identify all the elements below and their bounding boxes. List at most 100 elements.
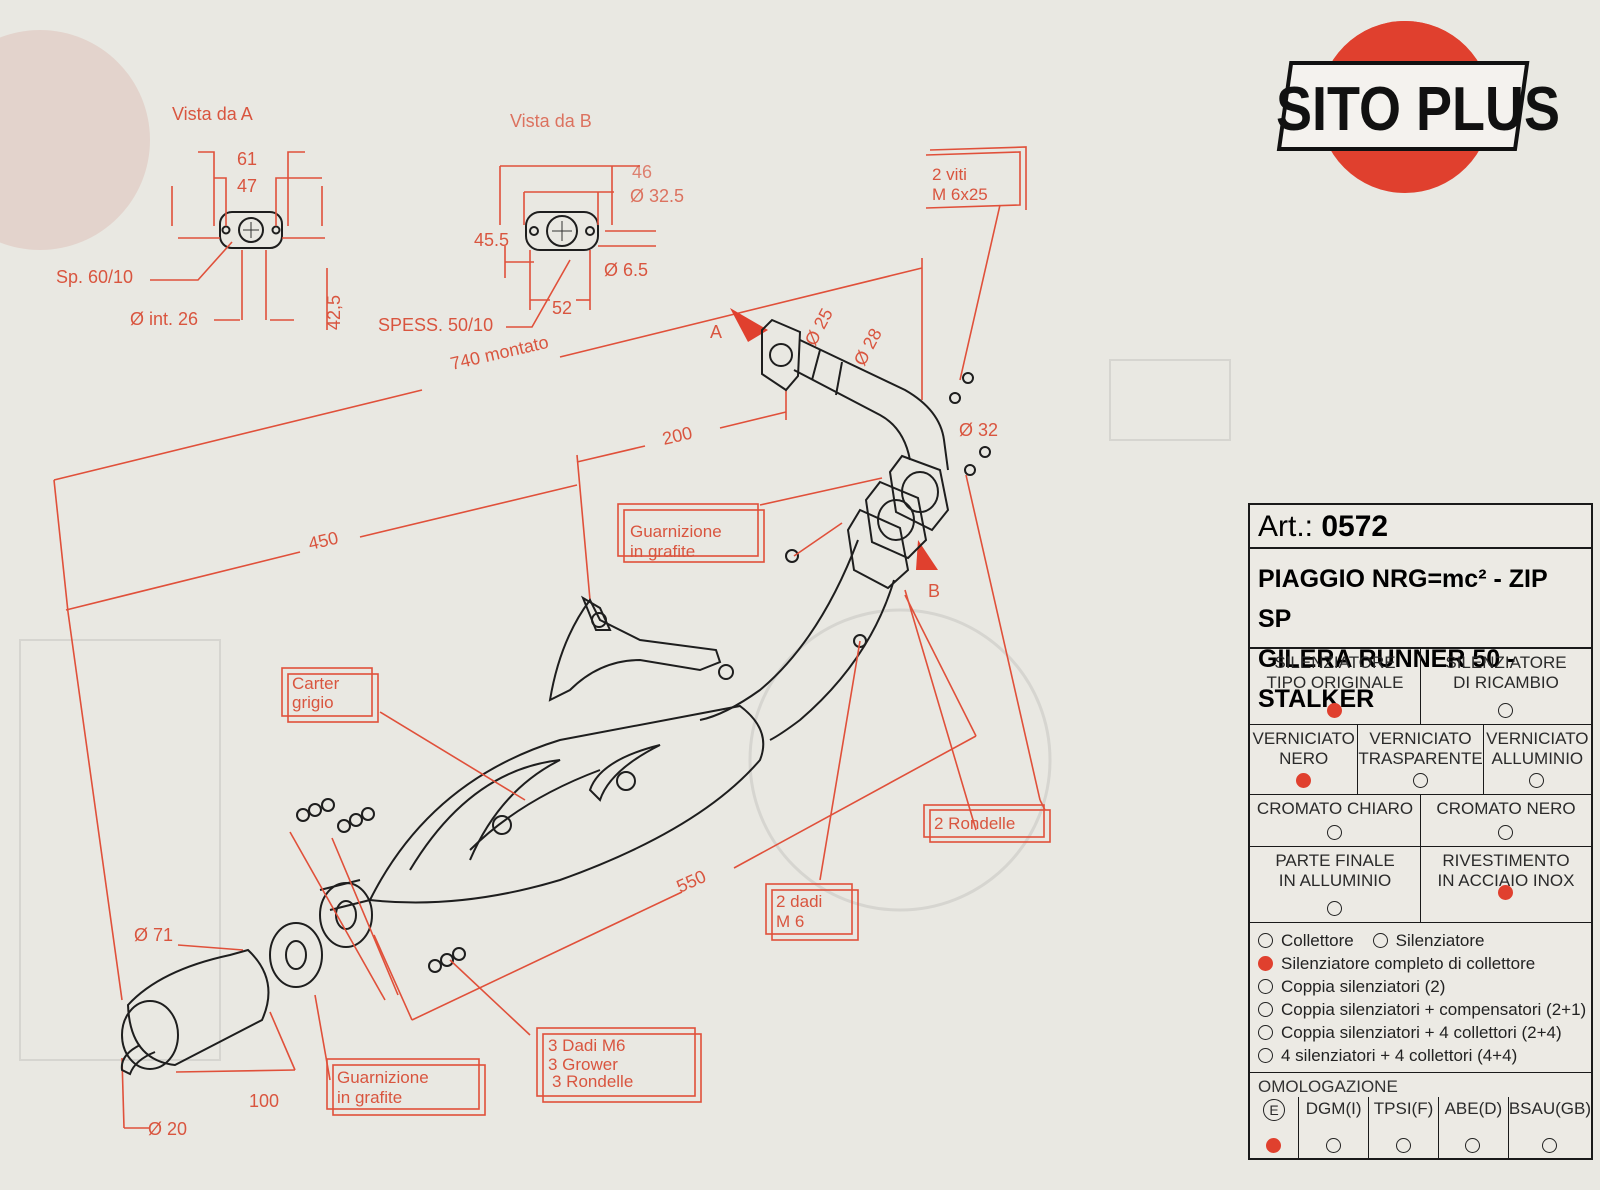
logo-text: SITO PLUS bbox=[1276, 74, 1560, 143]
dimension-lines bbox=[53, 258, 977, 1129]
radio-selected-icon bbox=[1327, 703, 1342, 718]
e-mark-icon: E bbox=[1263, 1099, 1286, 1121]
radio-selected-icon bbox=[1295, 773, 1311, 788]
list-item: Collettore Silenziatore bbox=[1258, 929, 1583, 952]
svg-text:M 6: M 6 bbox=[776, 912, 804, 931]
radio-empty-icon bbox=[1258, 978, 1273, 994]
svg-text:3 Dadi M6: 3 Dadi M6 bbox=[548, 1036, 625, 1055]
background-ghost-drawing bbox=[0, 30, 1231, 1061]
callout-carter: Carter grigio bbox=[281, 667, 379, 723]
radio-empty-icon bbox=[1395, 1138, 1411, 1153]
option-verniciato-alluminio[interactable]: VERNICIATO ALLUMINIO bbox=[1484, 725, 1591, 794]
callout-leaders bbox=[289, 204, 1046, 1081]
finiture-row: PARTE FINALE IN ALLUMINIO RIVESTIMENTO I… bbox=[1250, 847, 1591, 923]
svg-text:Guarnizione: Guarnizione bbox=[337, 1068, 429, 1087]
svg-text:in grafite: in grafite bbox=[337, 1088, 402, 1107]
view-a-dim-61: 61 bbox=[237, 149, 257, 169]
radio-empty-icon bbox=[1327, 825, 1342, 840]
svg-text:Guarnizione: Guarnizione bbox=[630, 522, 722, 541]
callout-dadi: 2 dadi M 6 bbox=[765, 883, 859, 941]
option-tipo-originale[interactable]: SILENZIATORE TIPO ORIGINALE bbox=[1250, 649, 1421, 724]
marker-b-label: B bbox=[928, 581, 940, 601]
dim-200: 200 bbox=[660, 423, 694, 449]
view-a-inner-diameter: Ø int. 26 bbox=[130, 309, 198, 329]
dim-100: 100 bbox=[249, 1091, 279, 1111]
view-b-dim-6-5: Ø 6.5 bbox=[604, 260, 648, 280]
option-di-ricambio[interactable]: SILENZIATORE DI RICAMBIO bbox=[1421, 649, 1591, 724]
option-silenziatore-completo[interactable]: Silenziatore completo di collettore bbox=[1258, 952, 1583, 975]
option-cromato-chiaro[interactable]: CROMATO CHIARO bbox=[1250, 795, 1421, 846]
option-coppia-4-collettori[interactable]: Coppia silenziatori + 4 collettori (2+4) bbox=[1258, 1021, 1583, 1044]
view-b: Vista da B 46 Ø 32.5 45.5 Ø 6.5 52 SPESS… bbox=[378, 111, 684, 335]
omologazione-row: E DGM(I) TPSI(F) ABE(D) BSAU(GB) bbox=[1250, 1097, 1591, 1159]
view-b-title: Vista da B bbox=[510, 111, 592, 131]
view-b-dim-45-5: 45.5 bbox=[474, 230, 509, 250]
dim-550: 550 bbox=[673, 866, 709, 896]
radio-empty-icon bbox=[1258, 1047, 1273, 1063]
view-b-dim-32-5: Ø 32.5 bbox=[630, 186, 684, 206]
option-verniciato-nero[interactable]: VERNICIATO NERO bbox=[1250, 725, 1359, 794]
option-bsau[interactable]: BSAU(GB) bbox=[1509, 1097, 1591, 1159]
radio-empty-icon bbox=[1258, 1024, 1273, 1040]
dim-diam-28: Ø 28 bbox=[850, 325, 886, 369]
dim-diam-20: Ø 20 bbox=[148, 1119, 187, 1139]
option-omologazione-e[interactable]: E bbox=[1250, 1097, 1300, 1159]
radio-empty-icon bbox=[1412, 773, 1428, 788]
svg-text:Carter: Carter bbox=[292, 674, 340, 693]
option-coppia-silenziatori[interactable]: Coppia silenziatori (2) bbox=[1258, 975, 1583, 998]
radio-empty-icon bbox=[1325, 1138, 1341, 1153]
radio-empty-icon bbox=[1258, 1001, 1273, 1017]
omologazione-title: OMOLOGAZIONE bbox=[1258, 1077, 1398, 1096]
svg-text:2 dadi: 2 dadi bbox=[776, 892, 822, 911]
option-collettore[interactable]: Collettore bbox=[1258, 931, 1354, 950]
option-rivestimento-inox[interactable]: RIVESTIMENTO IN ACCIAIO INOX bbox=[1421, 847, 1591, 922]
svg-text:3 Grower: 3 Grower bbox=[548, 1055, 618, 1074]
dim-diam-71: Ø 71 bbox=[134, 925, 173, 945]
option-cromato-nero[interactable]: CROMATO NERO bbox=[1421, 795, 1591, 846]
view-a-title: Vista da A bbox=[172, 104, 253, 124]
option-abe[interactable]: ABE(D) bbox=[1439, 1097, 1509, 1159]
dim-740-montato: 740 montato bbox=[448, 332, 550, 374]
model-list: PIAGGIO NRG=mc² - ZIP SP GILERA RUNNER 5… bbox=[1250, 549, 1591, 713]
radio-empty-icon bbox=[1258, 932, 1273, 948]
callout-guarnizione-top: Guarnizione in grafite bbox=[617, 503, 765, 563]
dim-450: 450 bbox=[306, 528, 340, 554]
dim-diam-32: Ø 32 bbox=[959, 420, 998, 440]
article-number-value: 0572 bbox=[1321, 510, 1389, 543]
marker-a-arrow bbox=[730, 308, 768, 342]
marker-a-label: A bbox=[710, 322, 722, 342]
option-silenziatore[interactable]: Silenziatore bbox=[1372, 931, 1485, 950]
marker-b-arrow bbox=[916, 540, 938, 570]
svg-text:M 6x25: M 6x25 bbox=[932, 185, 988, 204]
option-parte-finale-alluminio[interactable]: PARTE FINALE IN ALLUMINIO bbox=[1250, 847, 1421, 922]
radio-empty-icon bbox=[1498, 703, 1513, 718]
spec-panel: Art.: 0572 PIAGGIO NRG=mc² - ZIP SP GILE… bbox=[1248, 503, 1593, 1160]
cromato-row: CROMATO CHIARO CROMATO NERO bbox=[1250, 795, 1591, 847]
svg-text:grigio: grigio bbox=[292, 693, 334, 712]
option-dgm[interactable]: DGM(I) bbox=[1299, 1097, 1370, 1159]
svg-text:2 viti: 2 viti bbox=[932, 165, 967, 184]
view-a-dim-47: 47 bbox=[237, 176, 257, 196]
radio-empty-icon bbox=[1465, 1138, 1481, 1153]
radio-selected-icon bbox=[1498, 885, 1513, 900]
callout-guarnizione-bottom: Guarnizione in grafite bbox=[326, 1058, 486, 1116]
radio-empty-icon bbox=[1541, 1138, 1557, 1153]
product-options-list: Collettore Silenziatore Silenziatore com… bbox=[1250, 923, 1591, 1073]
option-verniciato-trasparente[interactable]: VERNICIATO TRASPARENTE bbox=[1358, 725, 1484, 794]
radio-selected-icon bbox=[1266, 1138, 1282, 1153]
radio-empty-icon bbox=[1327, 901, 1342, 916]
option-coppia-compensatori[interactable]: Coppia silenziatori + compensatori (2+1) bbox=[1258, 998, 1586, 1021]
view-a-thickness: Sp. 60/10 bbox=[56, 267, 133, 287]
option-4-silenziatori[interactable]: 4 silenziatori + 4 collettori (4+4) bbox=[1258, 1044, 1583, 1067]
view-b-thickness: SPESS. 50/10 bbox=[378, 315, 493, 335]
silenziatore-row: SILENZIATORE TIPO ORIGINALE SILENZIATORE… bbox=[1250, 649, 1591, 725]
svg-text:2 Rondelle: 2 Rondelle bbox=[934, 814, 1015, 833]
model-line-1: PIAGGIO NRG=mc² - ZIP SP bbox=[1258, 565, 1548, 633]
option-tpsi[interactable]: TPSI(F) bbox=[1369, 1097, 1439, 1159]
callout-viti: 2 viti M 6x25 bbox=[925, 146, 1027, 210]
view-a-dim-42-5: 42,5 bbox=[324, 295, 344, 330]
radio-empty-icon bbox=[1372, 932, 1388, 948]
radio-empty-icon bbox=[1498, 825, 1513, 840]
callout-rondelle: 2 Rondelle bbox=[923, 804, 1051, 843]
